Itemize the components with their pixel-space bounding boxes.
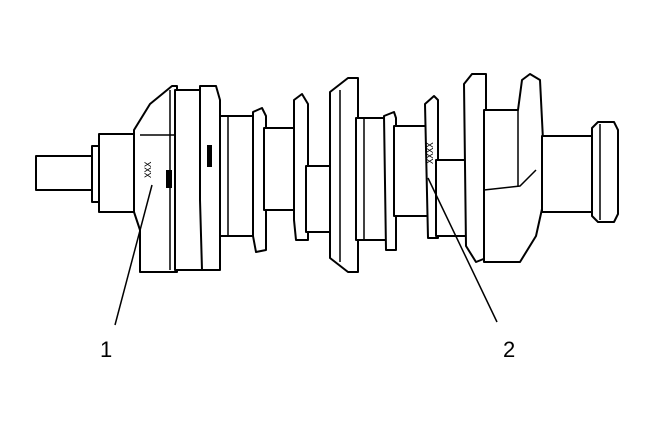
callout-label-2: 2 — [503, 337, 515, 362]
main-journal-2 — [219, 115, 256, 237]
counterweight-2 — [252, 107, 267, 253]
web-3 — [293, 93, 309, 241]
rear-flange — [591, 121, 619, 223]
rod-journal-1 — [263, 127, 297, 211]
counterweight-1 — [133, 85, 178, 273]
front-weight-shadow — [166, 170, 172, 188]
crankshaft-front-snout — [35, 155, 96, 191]
stamp-mark-2: XXXX — [426, 142, 436, 164]
rod-journal-2 — [393, 125, 429, 217]
thrust-flange — [329, 77, 359, 273]
main-journal-3 — [305, 165, 333, 233]
leader-line-2 — [427, 177, 498, 323]
leader-line-1 — [114, 184, 153, 326]
web-6 — [483, 73, 545, 263]
main-journal-4 — [355, 117, 387, 241]
rear-main-journal — [541, 135, 595, 213]
callout-label-1: 1 — [100, 337, 112, 362]
counterweight-rear — [463, 73, 487, 263]
web-2 — [199, 85, 221, 271]
stamp-mark-1: XXX — [144, 161, 154, 178]
